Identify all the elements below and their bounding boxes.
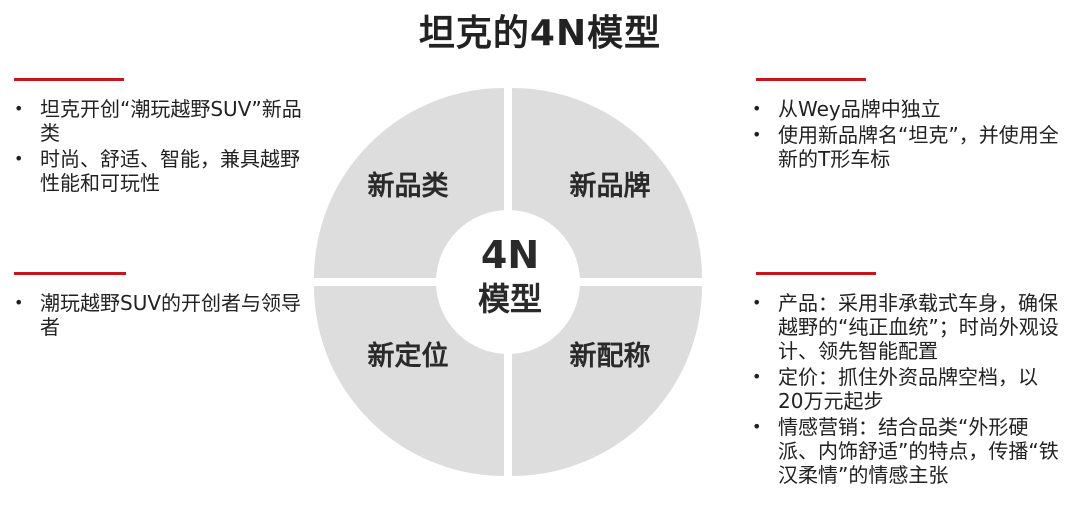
bullet-list: 从Wey品牌中独立 使用新品牌名“坦克”，并使用全新的T形车标 <box>752 97 1062 171</box>
quadrant-bottom-left <box>314 286 504 476</box>
quadrant-label-new-positioning: 新定位 <box>368 340 449 372</box>
bullet-item: 产品：采用非承载式车身，确保越野的“纯正血统”；时尚外观设计、领先智能配置 <box>752 291 1062 363</box>
center-circle <box>436 210 580 354</box>
bullet-list: 潮玩越野SUV的开创者与领导者 <box>14 291 304 339</box>
bullet-list: 坦克开创“潮玩越野SUV”新品类 时尚、舒适、智能，兼具越野性能和可玩性 <box>14 97 304 195</box>
quadrant-label-new-brand: 新品牌 <box>570 170 651 202</box>
panel-accent-rule <box>14 78 124 81</box>
bullet-item: 情感营销：结合品类“外形硬派、内饰舒适”的特点，传播“铁汉柔情”的情感主张 <box>752 415 1062 487</box>
quadrant-label-new-support: 新配称 <box>570 340 651 372</box>
center-label-4n: 4N <box>481 233 539 277</box>
bullet-list: 产品：采用非承载式车身，确保越野的“纯正血统”；时尚外观设计、领先智能配置 定价… <box>752 291 1062 487</box>
quadrant-bottom-right <box>512 286 702 476</box>
bullet-item: 时尚、舒适、智能，兼具越野性能和可玩性 <box>14 147 304 195</box>
panel-new-brand: 从Wey品牌中独立 使用新品牌名“坦克”，并使用全新的T形车标 <box>752 78 1062 173</box>
bullet-item: 坦克开创“潮玩越野SUV”新品类 <box>14 97 304 145</box>
panel-accent-rule <box>756 78 866 81</box>
panel-new-support: 产品：采用非承载式车身，确保越野的“纯正血统”；时尚外观设计、领先智能配置 定价… <box>752 272 1062 489</box>
quadrant-label-new-category: 新品类 <box>368 170 449 202</box>
quadrant-top-left-shape <box>314 88 504 278</box>
quadrant-top-left <box>314 88 504 278</box>
panel-new-positioning: 潮玩越野SUV的开创者与领导者 <box>14 272 304 341</box>
quadrant-bottom-right-shape <box>512 286 702 476</box>
quadrant-bottom-left-shape <box>314 286 504 476</box>
center-label-model: 模型 <box>478 280 542 318</box>
panel-accent-rule <box>14 272 126 275</box>
page-title: 坦克的4N模型 <box>418 13 662 54</box>
bullet-item: 使用新品牌名“坦克”，并使用全新的T形车标 <box>752 123 1062 171</box>
quadrant-top-right <box>512 88 702 278</box>
bullet-item: 定价：抓住外资品牌空档，以20万元起步 <box>752 365 1062 413</box>
quadrant-top-right-shape <box>512 88 702 278</box>
panel-accent-rule <box>756 272 876 275</box>
bullet-item: 潮玩越野SUV的开创者与领导者 <box>14 291 304 339</box>
panel-new-category: 坦克开创“潮玩越野SUV”新品类 时尚、舒适、智能，兼具越野性能和可玩性 <box>14 78 304 197</box>
bullet-item: 从Wey品牌中独立 <box>752 97 1062 121</box>
